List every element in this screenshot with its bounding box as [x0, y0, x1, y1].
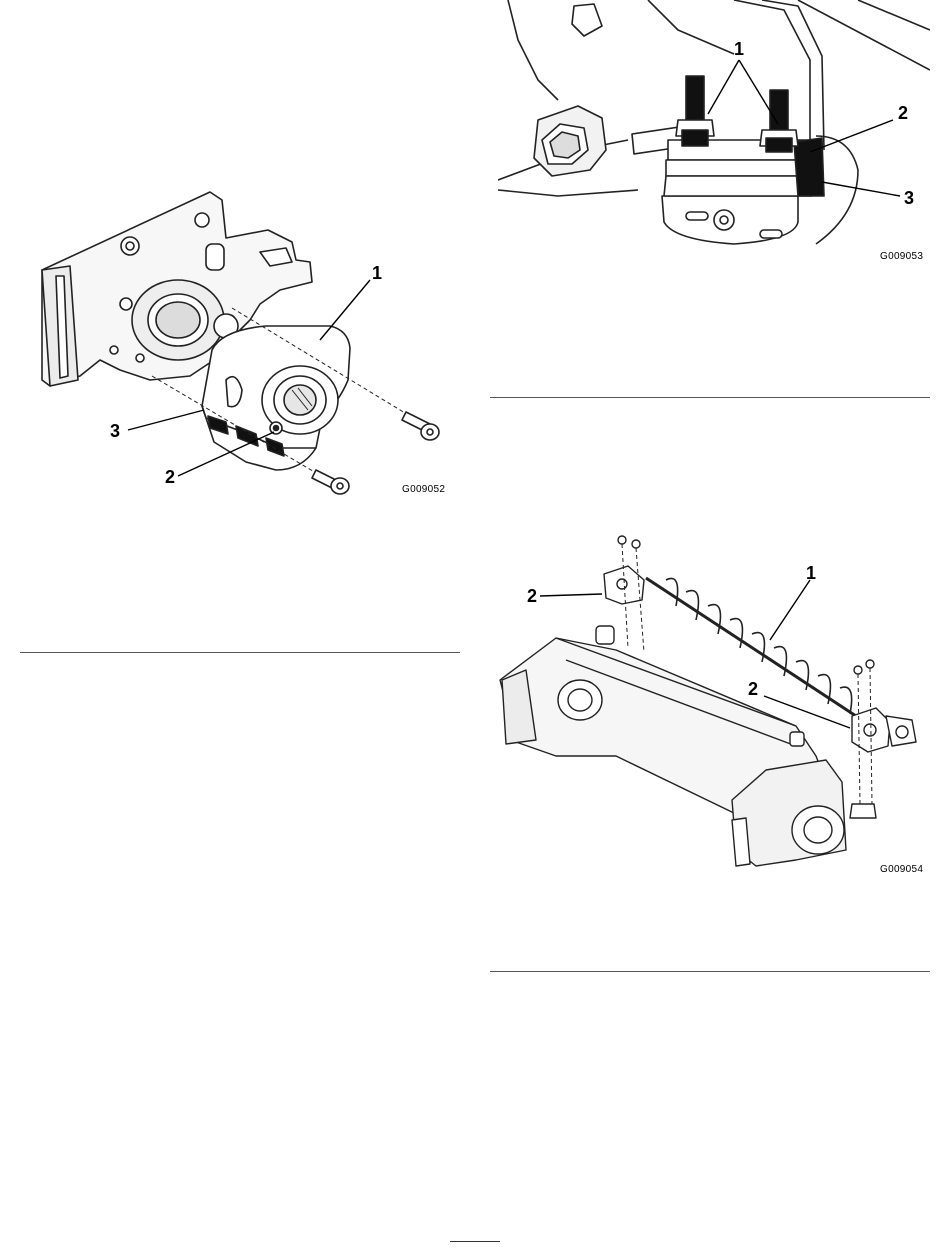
section-divider — [20, 652, 460, 653]
callout-label: 1 — [806, 564, 816, 582]
page-footer-rule — [450, 1241, 500, 1242]
figure-code: G009052 — [402, 484, 445, 495]
figure-code: G009054 — [880, 864, 923, 875]
figure-adjustment-bolts — [498, 0, 930, 270]
section-divider — [490, 397, 930, 398]
callout-label: 2 — [165, 468, 175, 486]
callout-label: 3 — [904, 189, 914, 207]
callout-label: 2 — [527, 587, 537, 605]
side-plate-illustration — [30, 180, 460, 500]
callout-label: 3 — [110, 422, 120, 440]
figure-side-plate-bearing-housing — [30, 180, 460, 500]
section-divider — [490, 971, 930, 972]
figure-auger-mounting — [496, 520, 932, 880]
auger-mounting-illustration — [496, 520, 932, 880]
callout-label: 2 — [748, 680, 758, 698]
callout-label: 2 — [898, 104, 908, 122]
callout-label: 1 — [372, 264, 382, 282]
adjustment-bolts-illustration — [498, 0, 930, 270]
callout-label: 1 — [734, 40, 744, 58]
figure-code: G009053 — [880, 251, 923, 262]
